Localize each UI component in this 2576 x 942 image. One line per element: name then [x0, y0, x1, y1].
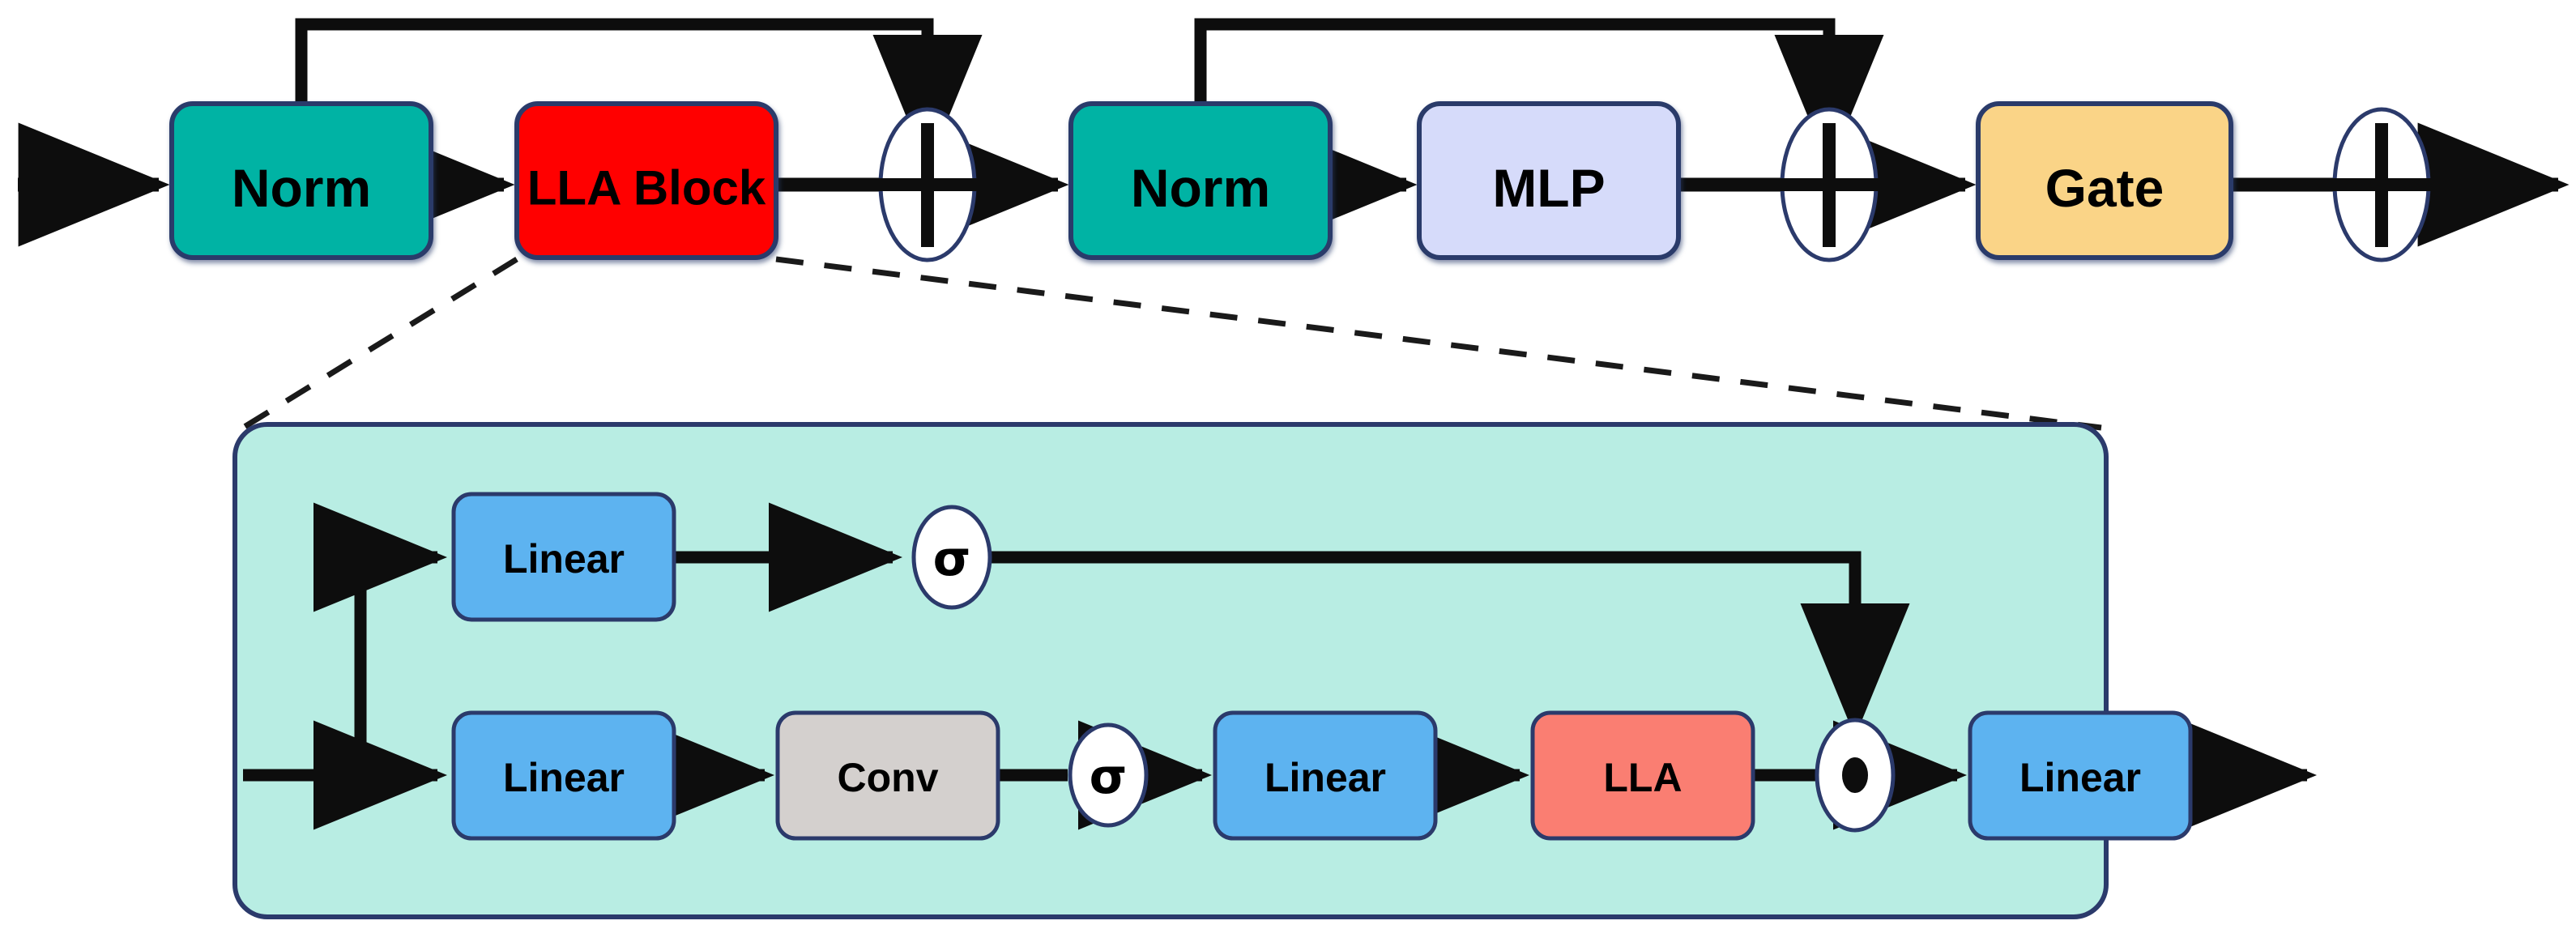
- block-lla-block-label: LLA Block: [527, 161, 766, 215]
- operator-sigma-gate-symbol: σ: [933, 531, 971, 587]
- block-lla-block-shape[interactable]: [514, 101, 778, 260]
- block-gate-shape[interactable]: [1976, 101, 2233, 260]
- block-lla-block[interactable]: LLA Block: [514, 101, 778, 260]
- detail-flow-lines: [243, 502, 2318, 830]
- block-linear-gate-shape[interactable]: [451, 492, 676, 622]
- block-mlp[interactable]: MLP: [1417, 101, 1681, 260]
- block-linear-mid-shape[interactable]: [1213, 710, 1438, 841]
- block-norm-1-label: Norm: [232, 158, 371, 218]
- block-norm-2[interactable]: Norm: [1068, 101, 1333, 260]
- block-norm-1-shape[interactable]: [169, 101, 433, 260]
- block-mlp-label: MLP: [1492, 158, 1605, 218]
- block-norm-2-shape[interactable]: [1068, 101, 1333, 260]
- block-linear-in-shape[interactable]: [451, 710, 676, 841]
- block-gate-label: Gate: [2045, 158, 2164, 218]
- operator-add-2[interactable]: [1770, 107, 1888, 262]
- skip-connection-2: [1194, 18, 1884, 169]
- skip-path-1: [295, 18, 983, 169]
- operator-multiply-dot: [1842, 757, 1868, 793]
- expansion-connector: [241, 256, 2102, 431]
- operator-sigma-conv-symbol: σ: [1090, 748, 1128, 805]
- block-norm-1[interactable]: Norm: [169, 101, 433, 260]
- block-linear-out-shape[interactable]: [1968, 710, 2193, 841]
- block-linear-mid[interactable]: Linear: [1213, 710, 1438, 841]
- block-mlp-shape[interactable]: [1417, 101, 1681, 260]
- operator-sigma-conv-circle[interactable]: [1068, 722, 1149, 828]
- block-linear-out[interactable]: Linear: [1968, 710, 2193, 841]
- branch-riser-to-upper: [313, 502, 448, 775]
- operator-add-3[interactable]: [2322, 107, 2441, 262]
- operator-add-1[interactable]: [868, 107, 987, 262]
- operator-sigma-gate-circle[interactable]: [911, 505, 992, 610]
- block-linear-out-label: Linear: [2019, 755, 2141, 800]
- block-linear-gate[interactable]: Linear: [451, 492, 676, 622]
- block-linear-in-label: Linear: [503, 755, 625, 800]
- block-conv-shape[interactable]: [775, 710, 1000, 841]
- operator-multiply[interactable]: [1815, 718, 1896, 833]
- block-gate[interactable]: Gate: [1976, 101, 2233, 260]
- block-lla[interactable]: LLA: [1530, 710, 1755, 841]
- flow-sigma-gate-to-multiply: [983, 551, 1910, 738]
- skip-connection-1: [295, 18, 983, 169]
- operator-sigma-conv[interactable]: σ: [1068, 722, 1149, 828]
- connector-line-left: [241, 257, 518, 430]
- skip-path-2: [1194, 18, 1884, 169]
- block-linear-gate-label: Linear: [503, 536, 625, 582]
- operator-sigma-gate[interactable]: σ: [911, 505, 992, 610]
- block-conv[interactable]: Conv: [775, 710, 1000, 841]
- block-lla-label: LLA: [1603, 755, 1682, 800]
- block-linear-in[interactable]: Linear: [451, 710, 676, 841]
- block-conv-label: Conv: [838, 755, 939, 800]
- block-linear-mid-label: Linear: [1265, 755, 1386, 800]
- block-norm-2-label: Norm: [1131, 158, 1270, 218]
- block-lla-shape[interactable]: [1530, 710, 1755, 841]
